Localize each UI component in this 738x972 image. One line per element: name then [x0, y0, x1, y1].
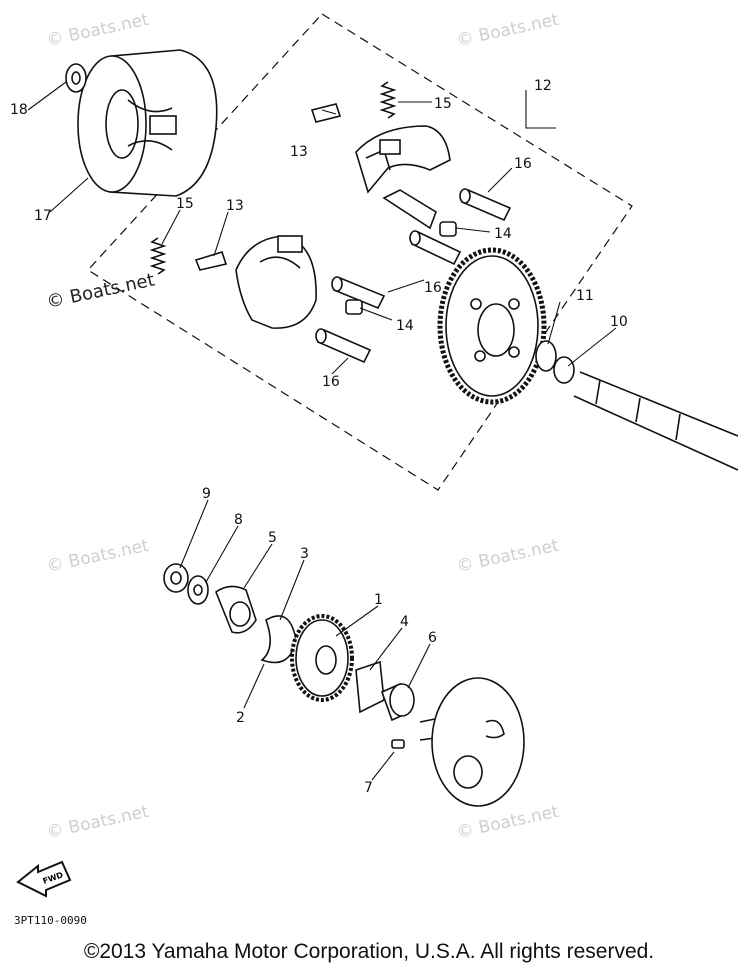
part-9-nut	[163, 563, 189, 593]
watermark: © Boats.net	[45, 802, 151, 843]
callout-14: 14	[494, 226, 512, 242]
part-16-pin	[459, 188, 512, 222]
callout-8: 8	[234, 512, 243, 528]
callout-15: 15	[176, 196, 194, 212]
part-15-spring-upper	[379, 81, 397, 119]
callout-6: 6	[428, 630, 437, 646]
callout-2: 2	[236, 710, 245, 726]
watermark-dark: © Boats.net	[45, 270, 157, 313]
callout-7: 7	[364, 780, 373, 796]
callout-16: 16	[322, 374, 340, 390]
clutch-shoe-lower	[235, 235, 317, 329]
part-14-collar	[439, 221, 457, 237]
callout-16: 16	[424, 280, 442, 296]
callout-17: 17	[34, 208, 52, 224]
diagram-code: 3PT110-0090	[14, 914, 87, 927]
callouts: 1 2 3 4 5 6 7 8 9 10 11 12 13 13 14 14 1…	[10, 78, 628, 796]
leader-lines	[27, 81, 617, 781]
callout-11: 11	[576, 288, 594, 304]
part-1-gear	[290, 614, 354, 702]
part-3-clip	[260, 615, 297, 664]
part-16-pin	[331, 276, 386, 310]
callout-13: 13	[226, 198, 244, 214]
part-15-spring-lower	[149, 237, 167, 275]
watermark: © Boats.net	[45, 536, 151, 577]
part-17-clutch-drum	[77, 49, 218, 197]
watermark: © Boats.net	[45, 10, 151, 51]
part-10-washer	[553, 356, 575, 384]
callout-13: 13	[290, 144, 308, 160]
part-13-retainer-lower	[194, 251, 228, 271]
part-6-bearing	[380, 682, 415, 722]
callout-12: 12	[534, 78, 552, 94]
part-7-key	[391, 739, 405, 749]
output-drum	[419, 677, 525, 807]
part-18-washer	[65, 63, 87, 93]
part-16-pin	[409, 230, 462, 266]
watermark: © Boats.net	[455, 802, 561, 843]
callout-9: 9	[202, 486, 211, 502]
part-4-plate	[355, 660, 385, 714]
drive-gear-large	[437, 247, 547, 405]
part-13-retainer-upper	[310, 103, 342, 123]
callout-10: 10	[610, 314, 628, 330]
watermark: © Boats.net	[455, 10, 561, 51]
part-16-pin	[315, 328, 372, 364]
callout-14: 14	[396, 318, 414, 334]
callout-3: 3	[300, 546, 309, 562]
callout-16: 16	[514, 156, 532, 172]
part-8-washer	[187, 575, 209, 605]
callout-18: 18	[10, 102, 28, 118]
copyright-text: ©2013 Yamaha Motor Corporation, U.S.A. A…	[83, 940, 655, 963]
fwd-arrow-icon: FWD	[16, 860, 72, 898]
watermark: © Boats.net	[455, 536, 561, 577]
callout-15: 15	[434, 96, 452, 112]
callout-5: 5	[268, 530, 277, 546]
clutch-shoe-upper	[355, 125, 451, 230]
callout-1: 1	[374, 592, 383, 608]
part-14-collar	[345, 299, 363, 315]
primary-shaft	[573, 371, 738, 471]
part-11-washer	[535, 340, 557, 372]
part-5-ratchet	[215, 585, 257, 634]
callout-4: 4	[400, 614, 409, 630]
